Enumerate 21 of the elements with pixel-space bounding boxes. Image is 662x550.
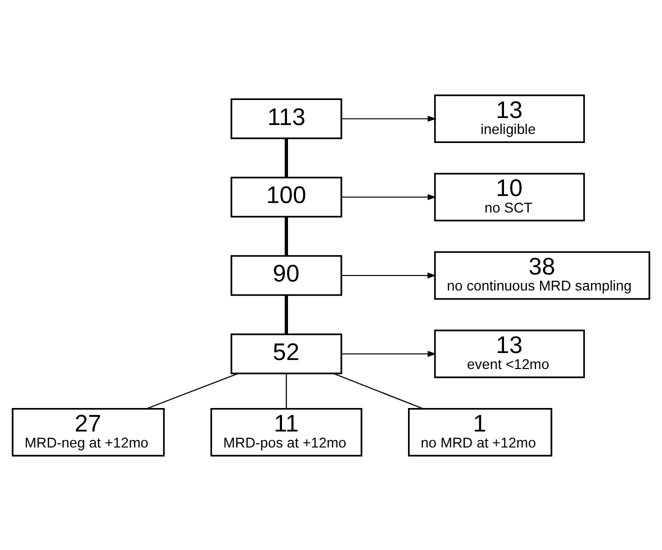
connector	[286, 373, 287, 408]
node-box: 11 MRD-pos at +12mo	[210, 408, 362, 456]
arrow	[342, 194, 436, 200]
connector	[284, 294, 288, 334]
node-box: 38 no continuous MRD sampling	[434, 250, 650, 300]
node-box: 10 no SCT	[434, 172, 585, 221]
arrow	[342, 350, 436, 356]
node-box: 13 event <12mo	[434, 329, 585, 378]
node-box: 113	[230, 98, 342, 139]
connector	[284, 138, 288, 177]
connector	[334, 372, 424, 409]
node-box: 52	[230, 332, 342, 374]
node-box: 27 MRD-neg at +12mo	[12, 408, 165, 456]
connector	[284, 216, 288, 256]
node-box: 1 no MRD at +12mo	[408, 408, 552, 456]
arrow	[342, 115, 436, 122]
node-box: 90	[230, 254, 342, 296]
node-box: 100	[230, 176, 342, 218]
connector	[146, 372, 238, 409]
arrow	[342, 272, 436, 278]
node-box: 13 ineligible	[434, 94, 585, 142]
